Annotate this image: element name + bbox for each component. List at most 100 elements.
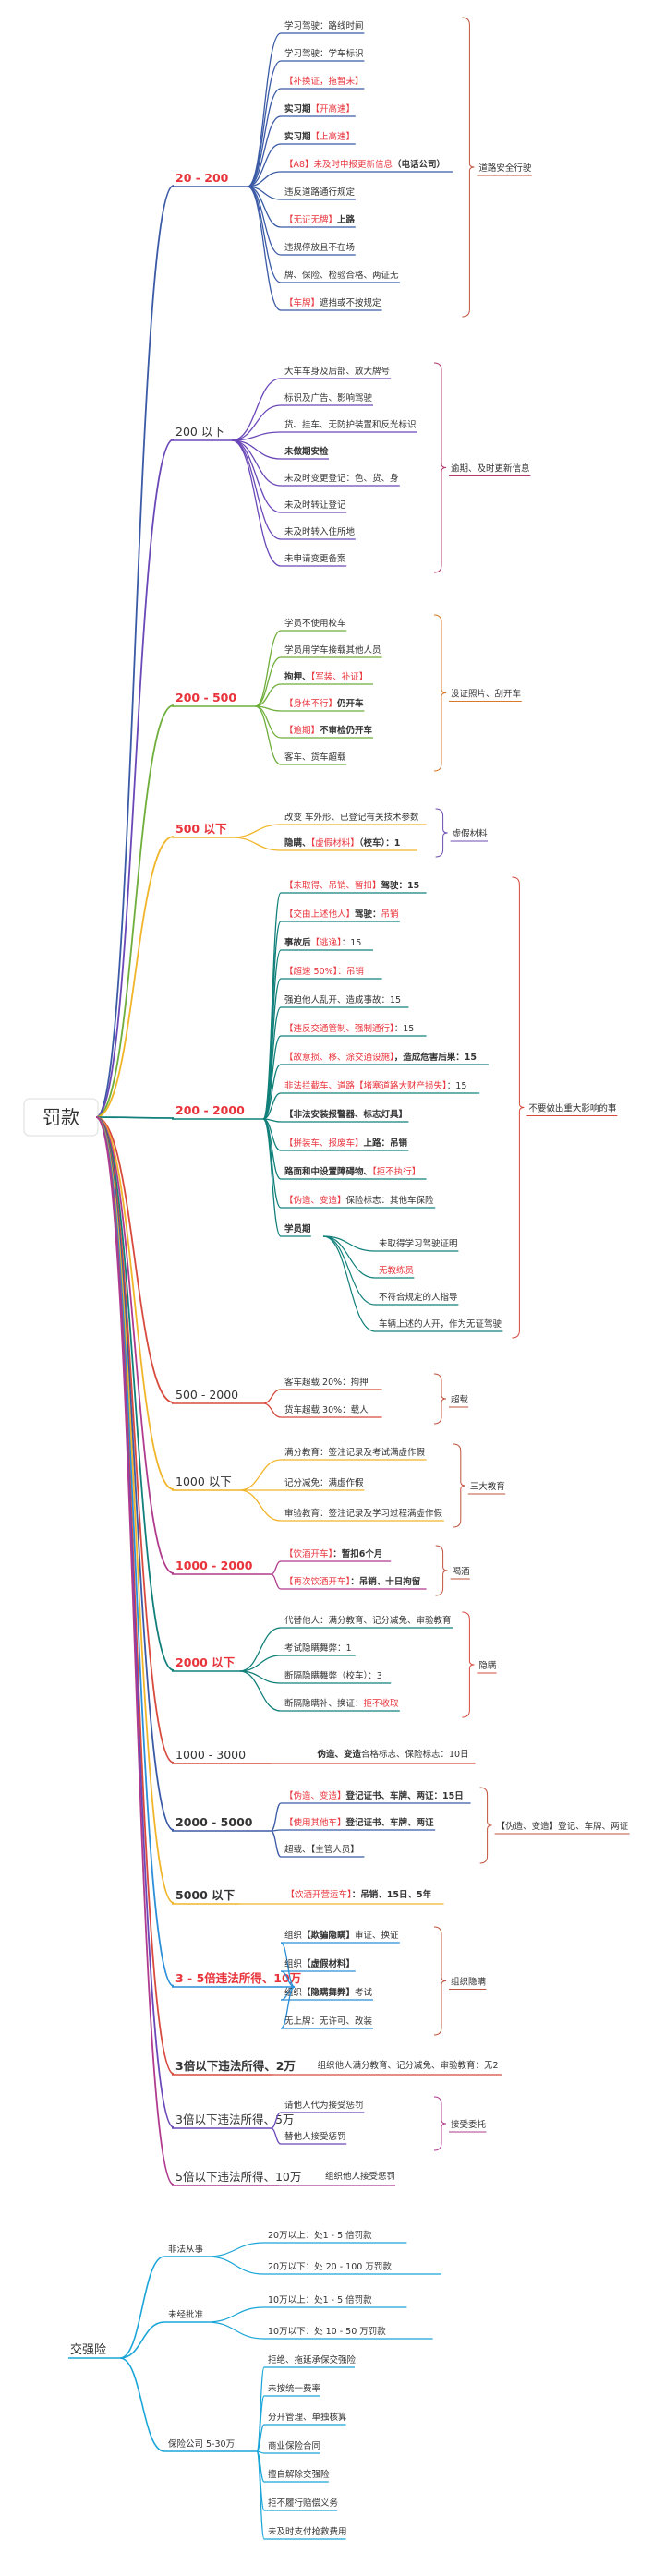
- leaf-text-run: 非法拦截车、道路: [284, 1080, 356, 1091]
- ins-leaf-text-run: 拒绝、拖延承保交强险: [268, 2354, 357, 2365]
- inline-note-run: 组织他人满分教育、记分减免、审验教育：无2: [318, 2060, 499, 2071]
- leaf-text-run: 【未取得、吊销、暂扣】: [284, 880, 381, 891]
- leaf-connector: [239, 1489, 282, 1522]
- leaf-text-run: 【上高速】: [311, 131, 356, 142]
- ins-leaf-text: 20万以下：处 20 - 100 万罚款: [268, 2261, 392, 2272]
- ins-branch: [119, 2256, 165, 2359]
- leaf-text-run: ：15: [394, 1024, 415, 1034]
- leaf-text-run: 未及时变更登记：色、货、身: [284, 473, 399, 484]
- leaf-text: 【使用其他车】登记证书、车牌、两证: [284, 1817, 434, 1828]
- leaf-text-run: 上路: [337, 214, 356, 225]
- leaf-text-run: ：15: [447, 1081, 467, 1091]
- ins-leaf-connector: [206, 2242, 265, 2257]
- leaf-text-run: 【欺骗隐瞒】: [302, 1930, 355, 1941]
- leaf-text: 路面和中设置障碍物、【拒不执行】: [284, 1166, 420, 1177]
- leaf-text-run: 审验教育：签注记录及学习过程满虚作假: [284, 1508, 443, 1519]
- leaf-text-run: 断隔隐瞒补、换证：: [284, 1698, 364, 1709]
- leaf-text-run: 客车超载 20%：拘押: [284, 1377, 369, 1388]
- leaf-text: 断隔隐瞒舞弊（校车）：3: [284, 1670, 382, 1681]
- ins-leaf-text-run: 20万以下：处 20 - 100 万罚款: [268, 2261, 392, 2272]
- leaf-text-run: 【饮酒开车】: [284, 1548, 332, 1559]
- leaf-connector: [255, 683, 282, 707]
- leaf-text-run: 考试隐瞒舞弊：1: [284, 1643, 352, 1654]
- leaf-text-run: 【虚假材料】: [302, 1958, 355, 1969]
- leaf-text-run: 【故意损、移、涂交通设施】: [284, 1052, 394, 1063]
- bracket-label: 喝酒: [453, 1567, 471, 1577]
- group-label: 1000 - 2000: [175, 1559, 253, 1572]
- leaf-text-run: ：吊销、十日拘留: [350, 1576, 420, 1587]
- leaf-text: 审验教育：签注记录及学习过程满虚作假: [284, 1508, 443, 1519]
- sub-connector: [322, 1235, 376, 1332]
- leaf-text: 断隔隐瞒补、换证：拒不收取: [284, 1698, 399, 1709]
- leaf-text: 【补换证，拖暂未】: [284, 76, 364, 87]
- ins-leaf-text-run: 分开管理、单独核算: [268, 2412, 347, 2423]
- group-label: 1000 以下: [175, 1475, 232, 1488]
- ins-leaf-text: 拒不履行赔偿义务: [268, 2498, 339, 2509]
- leaf-connector: [239, 1459, 282, 1491]
- group-bracket: [433, 362, 447, 573]
- group-label: 3 - 5倍违法所得、10万: [175, 1971, 301, 1985]
- inline-note: 【饮酒开营运车】：吊销、15日、5年: [286, 1889, 432, 1900]
- leaf-connector: [247, 143, 282, 187]
- leaf-text-run: 未及时转入住所地: [284, 526, 356, 537]
- leaf-connector: [271, 2127, 282, 2145]
- leaf-text: 【车牌】遮挡或不按规定: [284, 297, 381, 308]
- leaf-text: 代替他人：满分教育、记分减免、审验教育: [284, 1615, 452, 1626]
- leaf-text-run: 超载、【主管人员】: [284, 1844, 359, 1855]
- ins-leaf-text-run: 10万以下：处 10 - 50 万罚款: [268, 2326, 386, 2337]
- group-label: 500 - 2000: [175, 1388, 238, 1402]
- leaf-text-run: 客车、货车超载: [284, 752, 346, 763]
- ins-leaf-text-run: 擅自解除交强险: [268, 2469, 330, 2480]
- leaf-text-run: 审证、换证: [355, 1930, 399, 1941]
- leaf-text-run: ，造成危害后果：15: [394, 1052, 477, 1063]
- leaf-text: 考试隐瞒舞弊：1: [284, 1643, 352, 1654]
- leaf-connector: [247, 32, 282, 187]
- inline-note-run: 伪造、变造: [317, 1749, 362, 1760]
- ins-leaf-connector: [256, 2450, 265, 2540]
- leaf-connector: [231, 378, 282, 441]
- leaf-text: 【超速 50%】：吊销: [284, 966, 364, 977]
- bracket-label: 道路安全行驶: [478, 163, 532, 174]
- branch-14: [95, 1116, 175, 2128]
- bracket-label: 不要做出重大影响的事: [528, 1103, 617, 1114]
- leaf-text-run: 隐瞒、: [284, 837, 311, 849]
- leaf-connector: [280, 1986, 296, 2029]
- leaf-connector: [239, 1670, 282, 1712]
- leaf-text-run: 驾驶：15: [381, 880, 420, 891]
- leaf-text-run: 【隐瞒舞弊】: [302, 1987, 355, 1998]
- ins-leaf-text: 商业保险合同: [268, 2440, 320, 2451]
- leaf-text: 事故后【逃逸】：15: [284, 937, 361, 948]
- group-bracket: [479, 1787, 492, 1864]
- ins-group-label: 未经批准: [168, 2309, 204, 2320]
- group-bracket: [512, 876, 525, 1339]
- sub-leaf-text: 车辆上述的人开，作为无证驾驶: [379, 1318, 502, 1330]
- leaf-text-run: 【虚假材料】: [311, 837, 359, 849]
- group-bracket: [433, 1926, 447, 2036]
- ins-leaf-text-run: 未按统一费率: [268, 2383, 321, 2394]
- leaf-text-run: 【逃逸】: [311, 937, 342, 948]
- leaf-text-run: 强迫他人乱开、造成事故：15: [284, 994, 401, 1005]
- leaf-connector: [262, 1064, 282, 1120]
- inline-note-run: 合格标志、保险标志：10日: [361, 1749, 469, 1760]
- leaf-text: 【拼装车、报废车】上路：吊销: [284, 1138, 408, 1149]
- leaf-text: 非法拦截车、道路【堵塞道路大财产损失】：15: [284, 1080, 466, 1091]
- bracket-label: 组织隐瞒: [451, 1977, 487, 1988]
- leaf-text: 【未取得、吊销、暂扣】驾驶：15: [284, 880, 419, 891]
- bracket-label: 接受委托: [451, 2119, 487, 2130]
- leaf-text-run: 【军装、补证】: [311, 671, 369, 682]
- leaf-text: 满分教育：签注记录及考试满虚作假: [284, 1447, 426, 1458]
- ins-group-label: 保险公司 5-30万: [168, 2438, 235, 2450]
- leaf-text-run: 违规停放且不在场: [284, 242, 355, 253]
- branch-12: [95, 1116, 175, 1987]
- group-label: 200 以下: [175, 425, 224, 439]
- leaf-text: 无上牌：无许可、改装: [284, 2016, 373, 2027]
- leaf-text-run: 吊销: [381, 909, 400, 920]
- branch-15: [95, 1116, 175, 2185]
- leaf-text-run: 【身体不行】: [284, 698, 337, 709]
- branch-8: [95, 1116, 175, 1671]
- leaf-connector: [280, 1942, 296, 1988]
- ins-leaf-text: 拒绝、拖延承保交强险: [268, 2354, 357, 2365]
- branch-10: [95, 1116, 175, 1831]
- group-label: 5倍以下违法所得、10万: [175, 2170, 301, 2184]
